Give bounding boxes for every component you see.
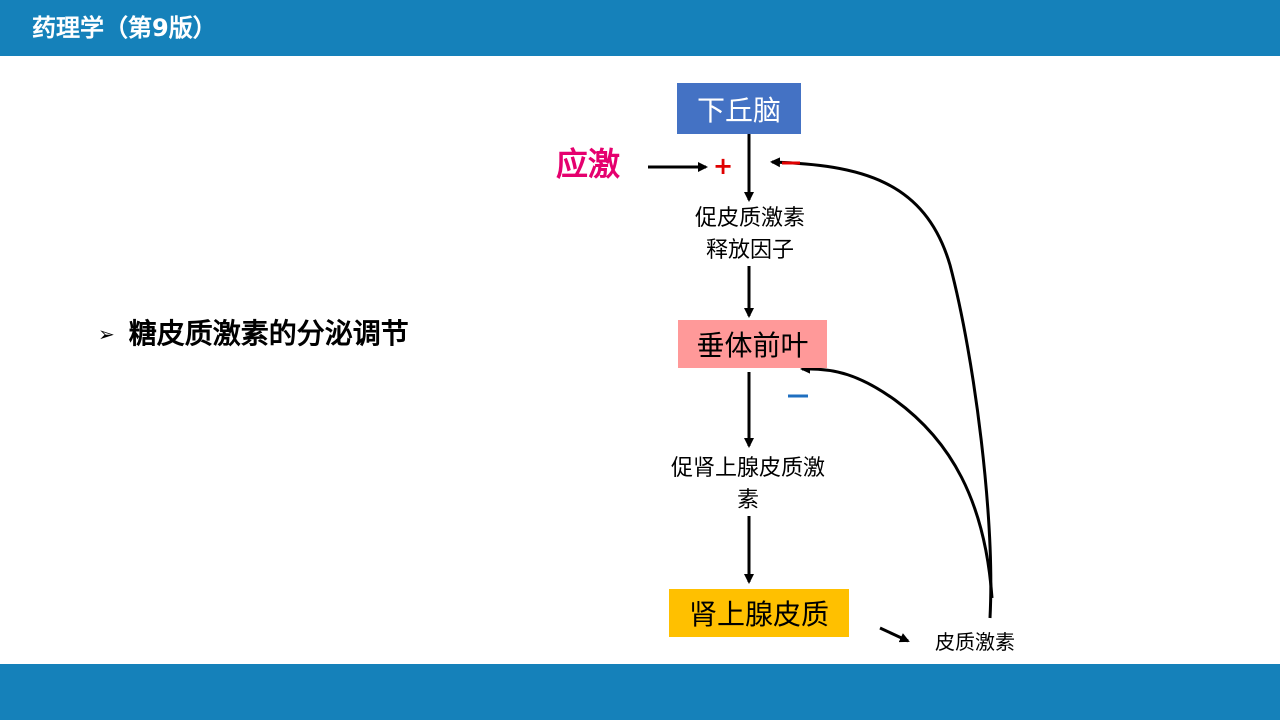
feedback-curve-hypothalamus <box>770 157 993 619</box>
acth-label-line2: 素 <box>736 488 759 513</box>
bullet-text: 糖皮质激素的分泌调节 <box>128 317 409 350</box>
feedback-curve-pituitary <box>800 363 994 599</box>
plus-sign: + <box>713 152 734 180</box>
corticosteroid-label: 皮质激素 <box>935 630 1015 654</box>
anterior-pituitary-box: 垂体前叶 <box>678 320 827 368</box>
footer-bar <box>0 664 1280 720</box>
acth-label-line1: 促肾上腺皮质激 <box>670 456 825 481</box>
header-bar: 药理学（第9版） <box>0 0 1280 56</box>
header-title: 药理学（第9版） <box>32 14 217 42</box>
crh-label: 促皮质激素 释放因子 <box>670 203 830 267</box>
adrenal-output-arrow <box>879 626 910 643</box>
bullet-item: ➢ 糖皮质激素的分泌调节 <box>98 316 409 352</box>
stress-label: 应激 <box>556 145 621 183</box>
arrow-bullet-icon: ➢ <box>98 322 115 346</box>
hypothalamus-box: 下丘脑 <box>677 83 801 134</box>
adrenal-cortex-box: 肾上腺皮质 <box>669 589 849 637</box>
crh-label-line2: 释放因子 <box>705 238 794 263</box>
crh-label-line1: 促皮质激素 <box>694 206 805 231</box>
acth-label: 促肾上腺皮质激 素 <box>648 453 848 517</box>
